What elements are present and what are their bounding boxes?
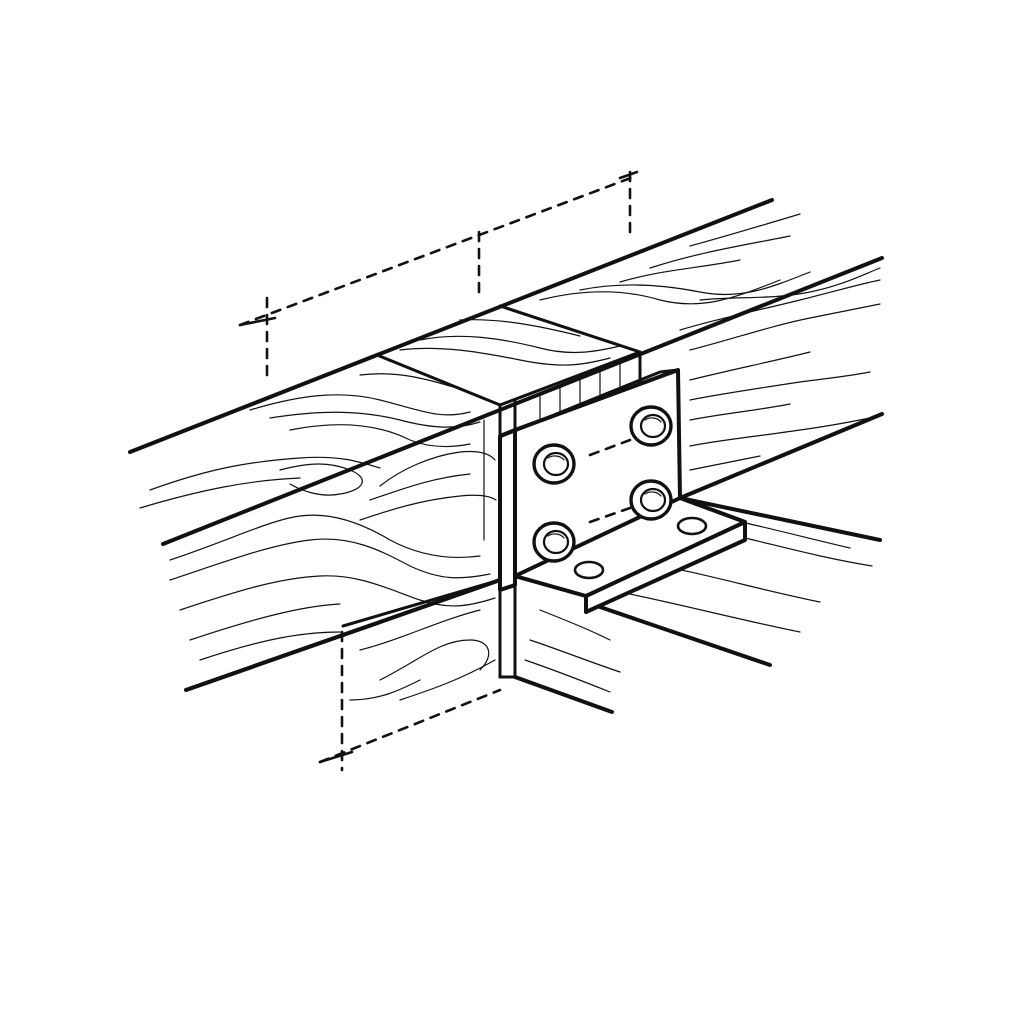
bolt-bottom-right <box>629 479 673 521</box>
bottom-dimension-line <box>318 630 502 772</box>
bolt-top-right <box>629 405 673 447</box>
bracket-hole-left <box>573 560 605 580</box>
bracket-hole-right <box>676 516 708 536</box>
bolt-bottom-left <box>532 521 576 563</box>
top-dimension-line <box>238 170 639 377</box>
bolt-top-left <box>532 443 576 485</box>
dimension-lines <box>238 170 639 772</box>
main-beam <box>128 198 884 692</box>
angle-bracket <box>498 368 747 679</box>
